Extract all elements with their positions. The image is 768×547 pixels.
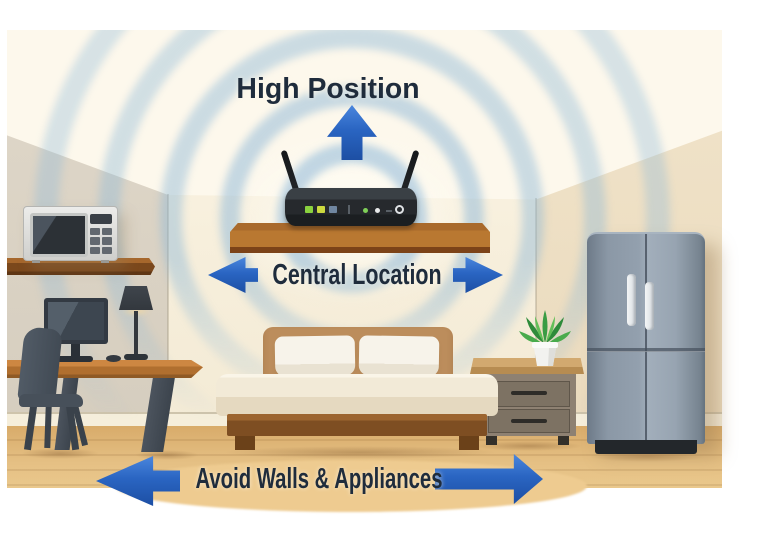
desk-lamp-base	[124, 354, 148, 360]
wifi-router	[280, 149, 420, 226]
potted-plant	[519, 310, 571, 366]
drawer-handle	[511, 419, 547, 423]
wall-shelf	[7, 258, 155, 275]
router-port-icon	[395, 205, 404, 214]
office-chair	[15, 326, 107, 452]
nightstand-drawer	[488, 409, 570, 433]
microwave-buttons	[90, 228, 112, 254]
bed-shadow	[223, 446, 497, 459]
chair-shadow	[21, 448, 99, 459]
bed-mattress	[216, 374, 498, 416]
led-dot-green-icon	[363, 208, 368, 213]
chair-seat	[19, 394, 83, 407]
pillow-right	[358, 335, 440, 377]
chair-leg	[44, 405, 52, 449]
nightstand-drawer	[488, 381, 570, 407]
nightstand-top	[470, 358, 584, 374]
microwave-foot	[32, 260, 40, 263]
router-shelf	[230, 223, 490, 253]
drawer-handle	[511, 391, 547, 395]
fridge-base	[595, 440, 697, 454]
desk-lamp-stem	[134, 311, 138, 355]
high-position-label: High Position	[236, 73, 420, 105]
central-location-label: Central Location	[272, 259, 442, 291]
nightstand-shadow	[475, 441, 583, 451]
nightstand-leg	[486, 436, 497, 445]
bed-leg	[235, 436, 255, 450]
pillow-left	[274, 335, 356, 377]
fridge-section-divider	[587, 348, 705, 352]
led-green-icon	[305, 206, 313, 213]
avoid-walls-label: Avoid Walls & Appliances	[195, 463, 443, 495]
fridge-door-divider	[645, 234, 647, 444]
microwave	[23, 206, 118, 263]
refrigerator	[587, 232, 705, 444]
bed-leg	[459, 436, 479, 450]
led-yellow-green-icon	[317, 206, 325, 213]
chair-leg	[23, 405, 38, 451]
computer-mouse	[106, 355, 121, 362]
led-dot-white-icon	[375, 208, 380, 213]
room-illustration: High Position Central Location Avoid Wal…	[7, 30, 722, 512]
bed-frame	[227, 414, 487, 436]
led-blue-icon	[329, 206, 337, 213]
microwave-display	[90, 214, 112, 224]
monitor-stand-neck	[71, 344, 80, 356]
router-body	[285, 188, 417, 226]
led-dash-icon	[386, 210, 392, 212]
nightstand-leg	[558, 436, 569, 445]
microwave-window	[30, 213, 88, 257]
microwave-foot	[101, 260, 109, 263]
fridge-shadow	[589, 451, 705, 462]
desk-lamp-shade	[119, 286, 153, 310]
led-tick-icon	[348, 205, 350, 214]
fridge-handle	[645, 282, 654, 330]
monitor-stand-base	[57, 356, 93, 362]
chair-back	[17, 326, 63, 404]
fridge-handle	[627, 274, 636, 326]
desk-shadow	[135, 450, 199, 460]
